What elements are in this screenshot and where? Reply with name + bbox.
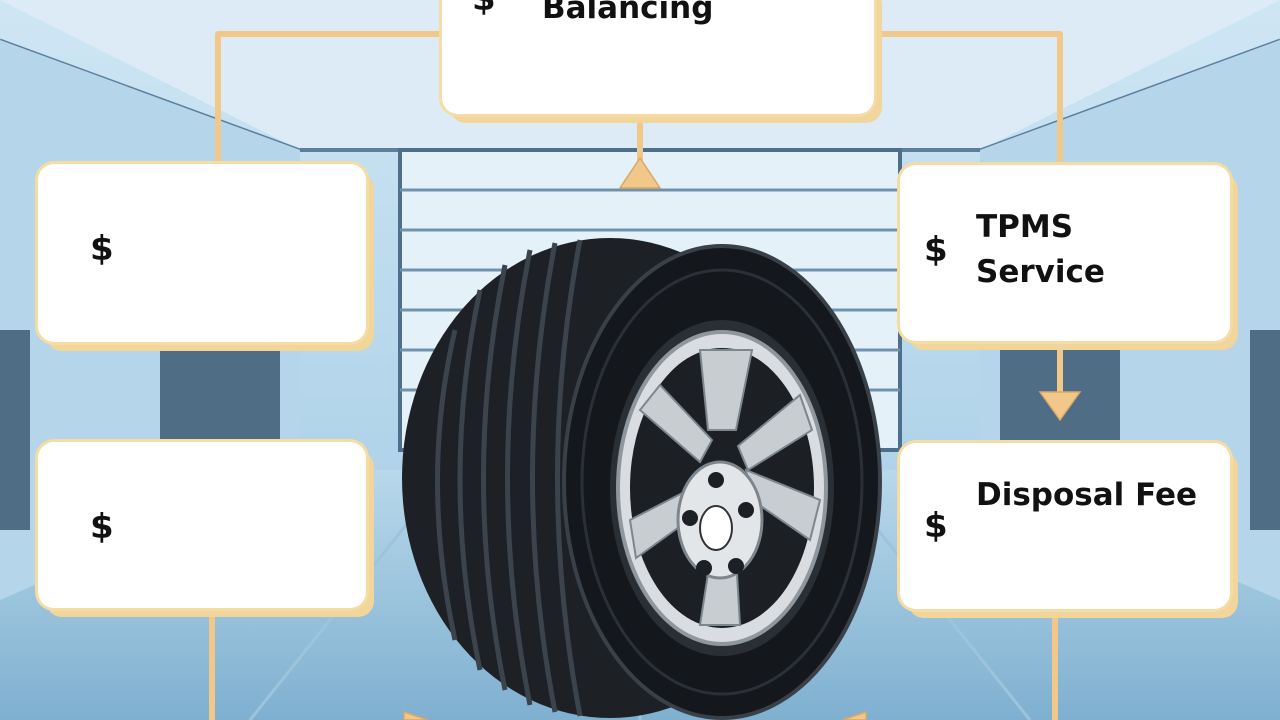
dollar-icon: $ <box>924 230 948 270</box>
cost-card-left-2: $ <box>38 442 366 608</box>
cost-card-tpms-service: $ TPMS Service <box>900 165 1230 341</box>
dollar-icon: $ <box>924 506 948 546</box>
dollar-icon: $ <box>472 0 496 16</box>
cost-card-balancing: $ Balancing <box>442 0 874 114</box>
cost-label: TPMS Service <box>976 209 1105 290</box>
cost-label: Disposal Fee <box>976 477 1198 513</box>
cost-label: Balancing <box>542 0 714 26</box>
dollar-icon: $ <box>90 229 114 269</box>
cost-card-disposal-fee: $ Disposal Fee <box>900 443 1230 609</box>
cost-card-left-1: $ <box>38 164 366 342</box>
dollar-icon: $ <box>90 507 114 547</box>
